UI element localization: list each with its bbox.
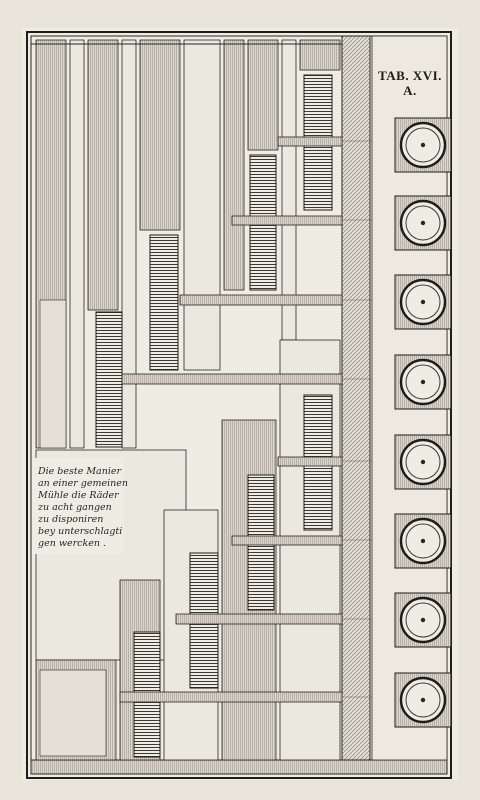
axle-7 [175, 613, 343, 625]
mill-wall [341, 35, 371, 761]
millstone-6 [394, 513, 452, 569]
caption-line-5: zu disponiren [37, 514, 103, 525]
millstone-4 [394, 354, 452, 410]
millstone-2 [394, 195, 452, 251]
gear-wheel-3 [149, 234, 179, 371]
plate-bottom-rule [30, 759, 448, 775]
axle-2 [231, 215, 343, 226]
millstone-1 [394, 117, 452, 173]
caption-text: Die beste Manier an einer gemeinen Mühle… [37, 466, 128, 549]
millstone-3 [394, 274, 452, 330]
axle-1 [277, 136, 343, 147]
caption-line-7: gen wercken . [38, 538, 106, 549]
axle-4 [121, 373, 343, 385]
caption-line-4: zu acht gangen [37, 502, 112, 513]
millstones [394, 117, 452, 728]
plate-subtitle: A. [403, 83, 417, 98]
axle-6 [231, 535, 343, 546]
caption-box [34, 458, 124, 554]
millstone-7 [394, 592, 452, 648]
axle-8 [119, 691, 343, 703]
millstone-8 [394, 672, 452, 728]
gear-wheel-4 [95, 311, 123, 448]
caption-line-2: an einer gemeinen [38, 478, 128, 489]
axle-5 [277, 456, 343, 467]
axle-3 [179, 294, 343, 306]
axles [119, 136, 343, 703]
caption-line-6: bey unterschlagti [38, 526, 122, 537]
millstone-5 [394, 434, 452, 490]
caption-line-1: Die beste Manier [37, 466, 123, 477]
plate-title: TAB. XVI. [378, 68, 442, 83]
caption-line-3: Mühle die Räder [37, 490, 120, 501]
upper-structure [31, 39, 342, 449]
guide-lines [342, 140, 394, 698]
